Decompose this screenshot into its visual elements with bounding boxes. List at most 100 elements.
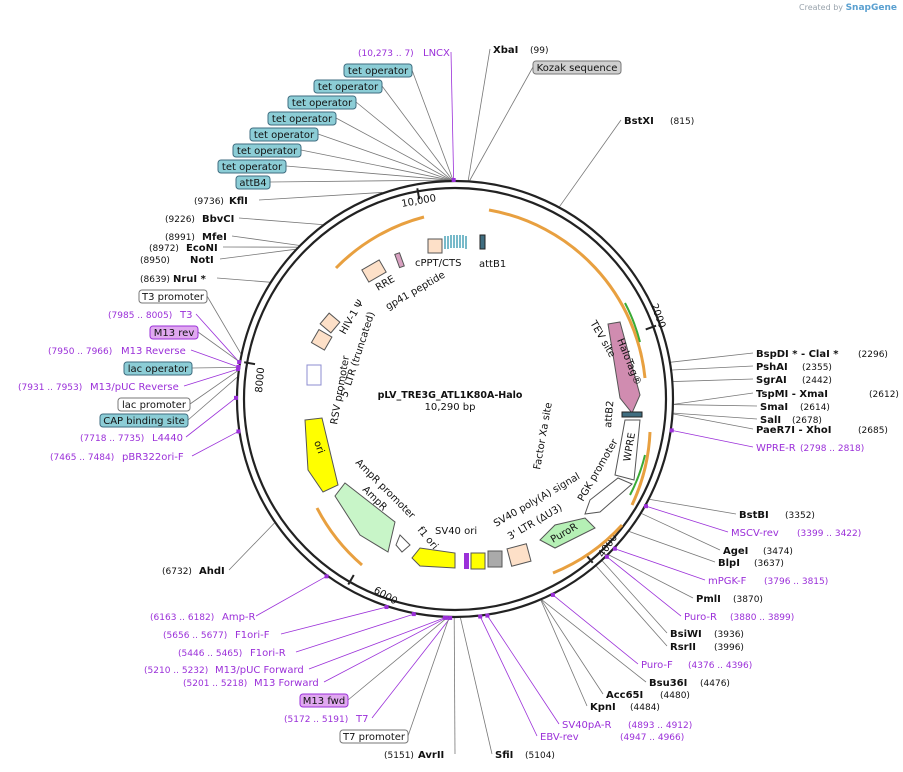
- leader-line: [216, 277, 270, 283]
- tick-mark: [347, 574, 355, 585]
- enzyme-name: PaeR7I - XhoI: [756, 425, 832, 436]
- primer-name: EBV-rev: [540, 732, 579, 743]
- arc-green-2: [629, 454, 646, 496]
- ltr5-box: [310, 328, 333, 351]
- feature-box-label: M13 rev: [154, 328, 195, 339]
- leader-line: [206, 295, 242, 354]
- feature-box: [267, 111, 337, 126]
- label-sv40ori: SV40 ori: [435, 526, 477, 537]
- leader-line: [238, 217, 323, 226]
- label-wpre: WPRE: [622, 432, 638, 463]
- leader-line: [552, 594, 639, 665]
- enzyme-position: (6732): [162, 567, 192, 577]
- sv40ori-box: [470, 552, 486, 570]
- feature-box-label: T7 promoter: [342, 732, 406, 743]
- feature-box-label: Kozak sequence: [537, 63, 618, 74]
- primer-range: (7985 .. 8005): [108, 311, 172, 321]
- feature-box: [235, 175, 271, 190]
- leader-line: [649, 498, 737, 515]
- feature-box-label: tet operator: [348, 66, 409, 77]
- primer-name: MSCV-rev: [731, 528, 779, 539]
- enzyme-name: PshAI: [756, 362, 788, 373]
- enzyme-name: PmlI: [696, 594, 721, 605]
- feature-box: [232, 143, 302, 158]
- plasmid-name: pLV_TRE3G_ATL1K80A-Halo: [377, 390, 523, 401]
- leader-line: [673, 412, 758, 420]
- enzyme-name: AvrII: [418, 750, 444, 761]
- primer-range: (4947 .. 4966): [620, 733, 684, 743]
- arc-right: [630, 431, 652, 506]
- leader-line: [308, 617, 445, 670]
- feature-box-label: tet operator: [237, 146, 298, 157]
- tet-operator-stripes: [444, 235, 467, 249]
- primer-name: M13/pUC Forward: [215, 665, 304, 676]
- enzyme-name: BsiWI: [670, 629, 702, 640]
- tick-label: 10,000: [401, 193, 437, 210]
- mcs-stripes: [464, 553, 469, 569]
- enzyme-position: (815): [670, 117, 694, 127]
- leader-line: [280, 606, 387, 635]
- leader-line: [285, 165, 450, 181]
- enzyme-position: (8972): [149, 244, 179, 254]
- primer-site-marker: [237, 360, 242, 365]
- leader-line: [672, 365, 754, 371]
- cppt-box: [427, 238, 443, 254]
- leader-line: [614, 548, 706, 581]
- feature-box-label: tet operator: [318, 82, 379, 93]
- enzyme-position: (4476): [700, 679, 730, 689]
- pgk-arrow: [584, 477, 633, 515]
- enzyme-name: AhdI: [199, 566, 225, 577]
- primer-name: SV40pA-R: [562, 720, 611, 731]
- branding: Created by SnapGene: [799, 3, 897, 13]
- enzyme-name: BspDI * - ClaI *: [756, 349, 839, 360]
- feature-box: [313, 79, 383, 94]
- enzyme-position: (2685): [858, 426, 888, 436]
- inner-feature-shapes: [304, 234, 643, 570]
- primer-range: (5446 .. 5465): [178, 649, 242, 659]
- primer-site-marker: [643, 504, 648, 509]
- enzyme-name: XbaI: [493, 45, 518, 56]
- hiv-psi-box: [319, 312, 341, 334]
- tick-mark: [244, 361, 256, 366]
- enzyme-name: SgrAI: [756, 375, 787, 386]
- primer-site-marker: [236, 429, 241, 434]
- feature-box: [343, 63, 413, 78]
- leader-line: [645, 505, 729, 533]
- rre-box: [394, 252, 405, 269]
- arc-bottom-right: [552, 523, 624, 575]
- leader-line: [673, 378, 754, 382]
- primer-site-marker: [236, 364, 241, 369]
- wpre-arrow: [614, 419, 641, 481]
- feature-box-label: tet operator: [272, 114, 333, 125]
- enzyme-name: TspMI - XmaI: [756, 389, 828, 400]
- primer-site-marker: [384, 605, 389, 610]
- leader-line: [381, 85, 453, 181]
- leader-line: [187, 377, 238, 421]
- label-cppt: cPPT/CTS: [415, 258, 461, 269]
- label-attb1: attB1: [479, 259, 506, 270]
- arc-top-right: [488, 208, 647, 379]
- leader-line: [183, 368, 239, 387]
- outer-labels: XbaI(99)BstXI(815)BspDI * - ClaI *(2296)…: [18, 45, 899, 761]
- feature-box-label: tet operator: [292, 98, 353, 109]
- leader-line: [487, 615, 560, 725]
- leader-line: [608, 554, 694, 599]
- primer-name: F1ori-R: [250, 648, 286, 659]
- leader-line: [295, 613, 414, 653]
- leader-line: [407, 617, 450, 737]
- feature-box: [249, 127, 319, 142]
- plasmid-size: 10,290 bp: [424, 402, 476, 413]
- feature-box: [532, 60, 622, 75]
- primer-site-marker: [604, 554, 609, 559]
- enzyme-position: (3936): [714, 630, 744, 640]
- ampr-arrow: [334, 482, 396, 553]
- arc-green-1: [624, 302, 641, 343]
- primer-site-marker: [448, 615, 453, 620]
- feature-box-label: lac operator: [128, 364, 189, 375]
- enzyme-name: KflI: [229, 196, 248, 207]
- arc-top-left: [334, 215, 425, 270]
- leader-line: [467, 48, 491, 181]
- enzyme-position: (2614): [800, 403, 830, 413]
- leader-line: [269, 179, 449, 183]
- primer-range: (4376 .. 4396): [688, 661, 752, 671]
